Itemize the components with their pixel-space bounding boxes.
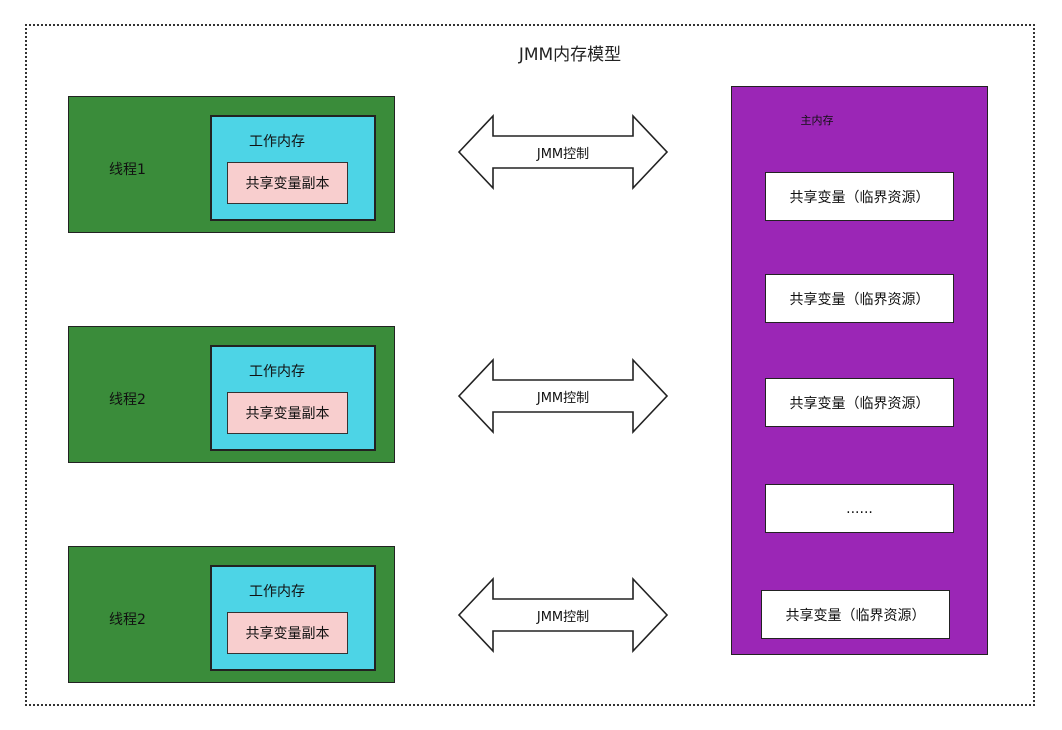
main-memory-box: 主内存 共享变量（临界资源） 共享变量（临界资源） 共享变量（临界资源） ...… — [731, 86, 988, 655]
shared-variable-box: 共享变量（临界资源） — [765, 274, 954, 323]
thread-box-1: 线程1 工作内存 共享变量副本 — [68, 96, 395, 233]
shared-variable-box: 共享变量（临界资源） — [761, 590, 950, 639]
double-arrow-icon — [457, 358, 669, 434]
diagram-title: JMM内存模型 — [518, 45, 622, 65]
work-memory-label: 工作内存 — [249, 134, 305, 150]
work-memory-box: 工作内存 共享变量副本 — [210, 565, 376, 671]
double-arrow-icon — [457, 577, 669, 653]
work-memory-label: 工作内存 — [249, 584, 305, 600]
arrow-label: JMM控制 — [536, 610, 590, 625]
thread-label: 线程2 — [109, 392, 146, 408]
thread-box-3: 线程2 工作内存 共享变量副本 — [68, 546, 395, 683]
work-memory-label: 工作内存 — [249, 364, 305, 380]
diagram-frame — [25, 24, 1035, 706]
arrow-label: JMM控制 — [536, 391, 590, 406]
variable-copy-box: 共享变量副本 — [227, 392, 348, 434]
thread-label: 线程1 — [109, 162, 146, 178]
variable-copy-box: 共享变量副本 — [227, 162, 348, 204]
shared-variable-box: 共享变量（临界资源） — [765, 172, 954, 221]
double-arrow-icon — [457, 114, 669, 190]
work-memory-box: 工作内存 共享变量副本 — [210, 115, 376, 221]
thread-label: 线程2 — [109, 612, 146, 628]
variable-copy-box: 共享变量副本 — [227, 612, 348, 654]
main-memory-label: 主内存 — [800, 114, 834, 127]
work-memory-box: 工作内存 共享变量副本 — [210, 345, 376, 451]
arrow-label: JMM控制 — [536, 147, 590, 162]
ellipsis-box: ...... — [765, 484, 954, 533]
shared-variable-box: 共享变量（临界资源） — [765, 378, 954, 427]
thread-box-2: 线程2 工作内存 共享变量副本 — [68, 326, 395, 463]
